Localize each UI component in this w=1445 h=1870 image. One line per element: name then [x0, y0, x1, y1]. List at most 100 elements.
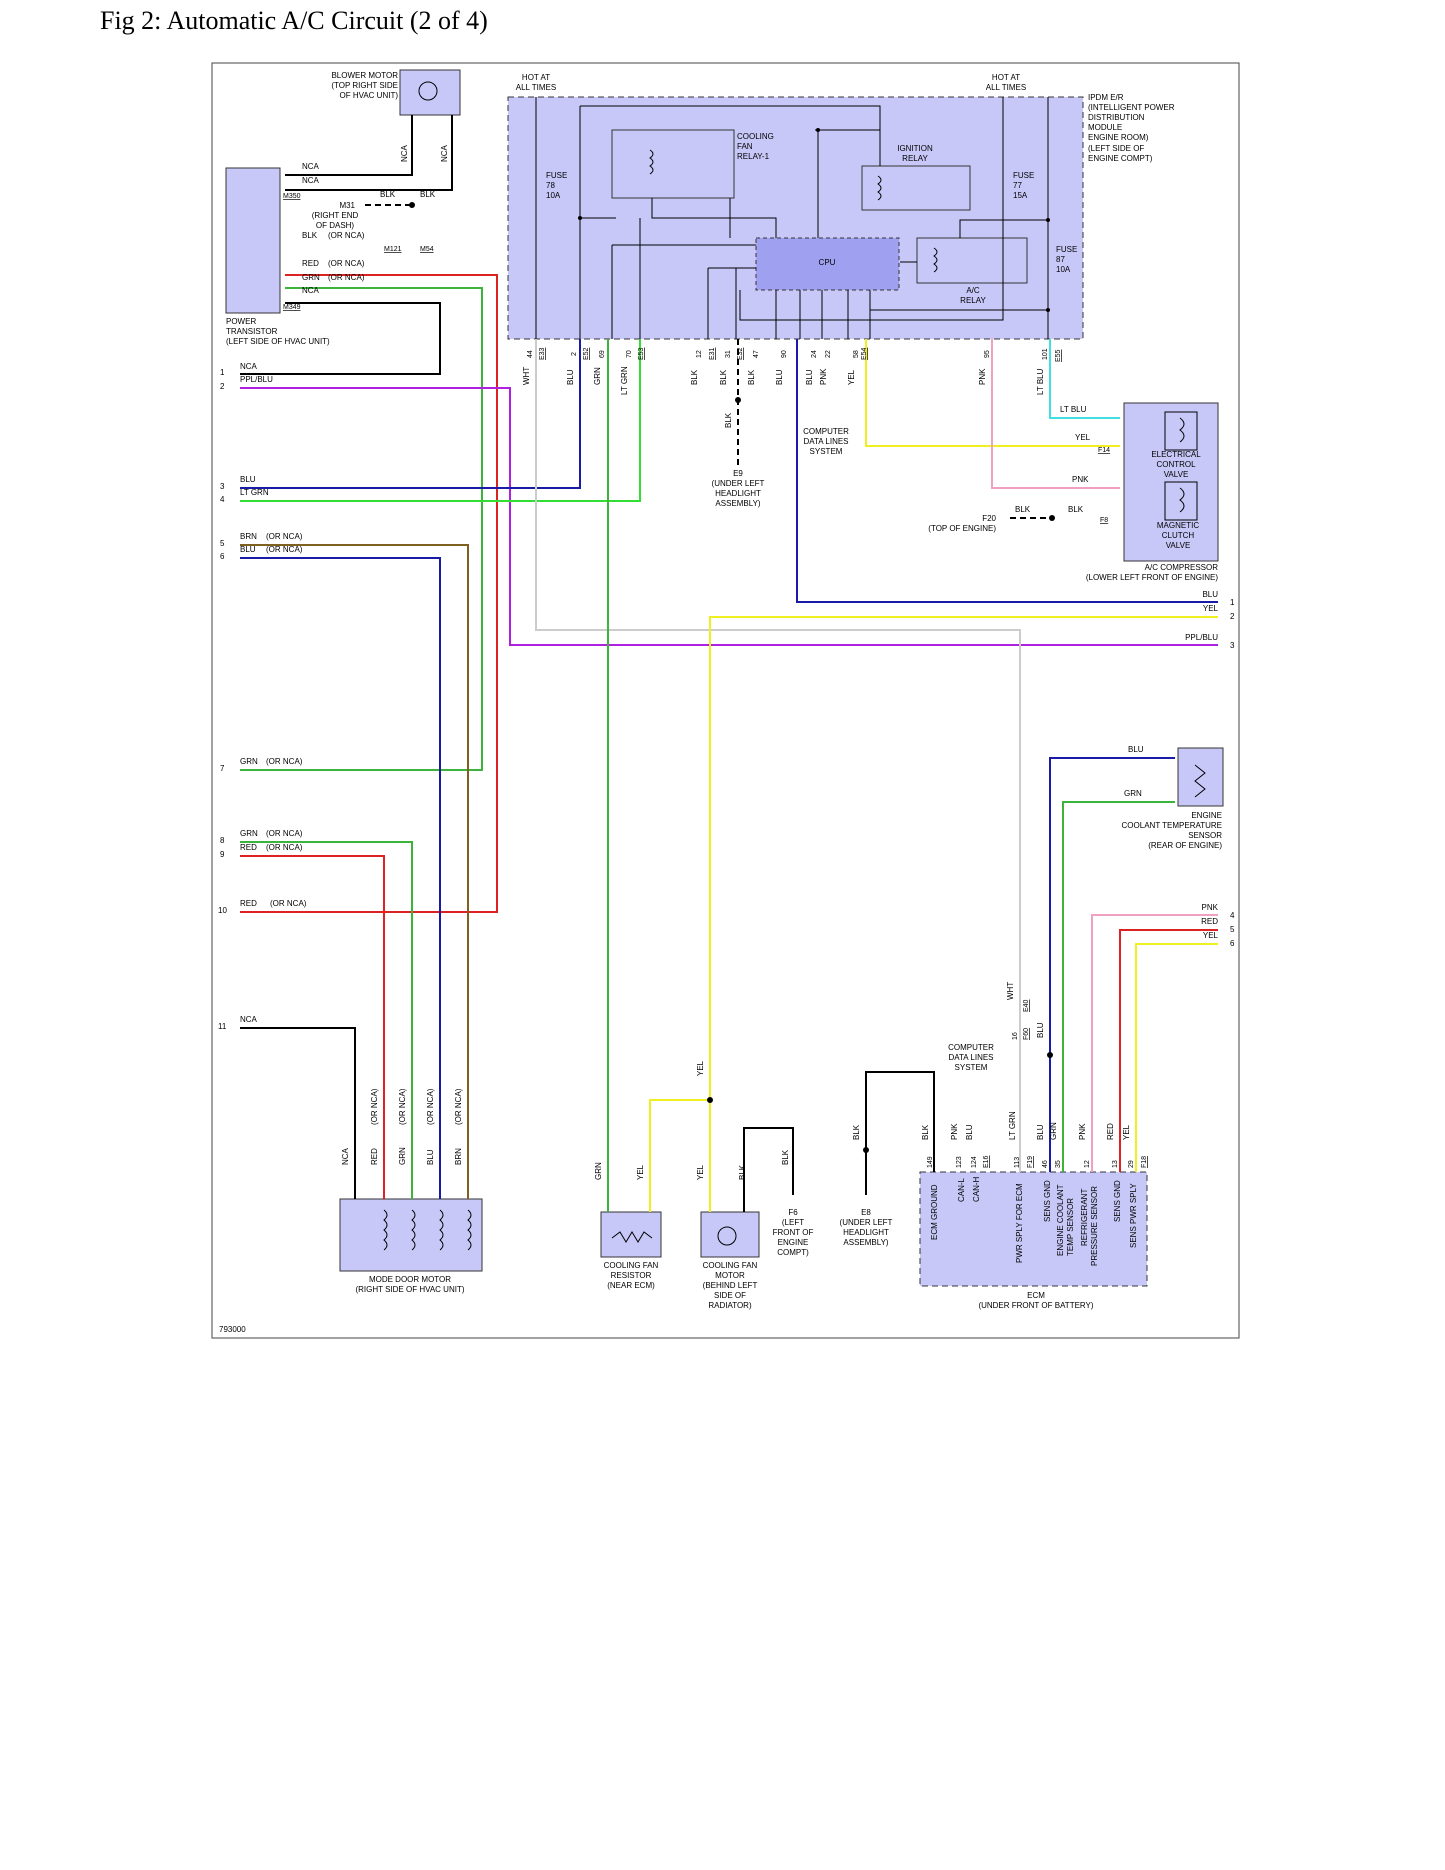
ect-4: (REAR OF ENGINE) [1148, 841, 1222, 850]
ecm-box [919, 1171, 1148, 1287]
conn-e55: E55 [1055, 349, 1062, 362]
f6-4: ENGINE [778, 1238, 809, 1247]
cpu-label: CPU [819, 258, 836, 267]
lw-col-10: RED [240, 899, 257, 908]
wire-red-1 [240, 274, 498, 913]
lw-note-6: (OR NCA) [266, 545, 303, 554]
rw-num-3: 3 [1230, 641, 1235, 650]
ignition-relay-box [861, 165, 971, 211]
res-2: RESISTOR [611, 1271, 652, 1280]
wire-wht-44 [535, 339, 1021, 1172]
ecv-2: CONTROL [1156, 460, 1196, 469]
wire-pnk-4 [1091, 914, 1218, 1172]
conn-m350: M350 [283, 193, 301, 200]
lbl-yel-mot: YEL [696, 1164, 705, 1180]
lw-col-2: PPL/BLU [240, 375, 273, 384]
cdl-bot-1: COMPUTER [948, 1043, 994, 1052]
left-wire-rows: 1 NCA 2 PPL/BLU 3 BLU 4 LT GRN 5 BRN (OR… [218, 362, 307, 1031]
mot-5: RADIATOR) [708, 1301, 752, 1310]
fuse87-1: FUSE [1056, 245, 1077, 254]
coil-symbols [383, 81, 1206, 1251]
f20-1: F20 [982, 514, 996, 523]
wire-blk-fan [743, 1127, 794, 1212]
wire-blk-e8 [865, 1071, 935, 1195]
lbl-ltblu-3: LT BLU [1060, 405, 1087, 414]
lw-num-10: 10 [218, 906, 227, 915]
conn-e53: E53 [638, 347, 645, 360]
conn-e54: E54 [861, 347, 868, 360]
m31-sub-2: OF DASH) [316, 221, 355, 230]
wire-blu-6 [240, 557, 441, 1199]
lbl-grn-md: GRN [398, 1147, 407, 1165]
lbl-brn-md: BRN [454, 1148, 463, 1165]
lbl-yel-mid: YEL [696, 1060, 705, 1076]
lbl-blk-f20a: BLK [1015, 505, 1031, 514]
rw-col-5: RED [1201, 917, 1218, 926]
pin-124: 124 [971, 1156, 978, 1168]
lbl-nca-5: NCA [302, 162, 320, 171]
conn-e32: E32 [737, 347, 744, 360]
pin-12b: 12 [1084, 1160, 1091, 1168]
conn-e31: E31 [709, 347, 716, 360]
f6-3: FRONT OF [773, 1228, 814, 1237]
lbl-red-md: RED [370, 1148, 379, 1165]
lbl-ornca-r1: (OR NCA) [328, 259, 365, 268]
lbl-grn-69: GRN [593, 367, 602, 385]
pin-70: 70 [626, 350, 633, 358]
lbl-ornca-md1: (OR NCA) [370, 1088, 379, 1125]
lbl-blu-90: BLU [775, 369, 784, 385]
cfr-1: COOLING [737, 132, 774, 141]
rw-col-4: PNK [1202, 903, 1219, 912]
ecm-pin-5: SENS GND [1043, 1180, 1052, 1222]
ecm-1: ECM [1027, 1291, 1045, 1300]
lbl-yel-58: YEL [847, 369, 856, 385]
rw-num-4: 4 [1230, 911, 1235, 920]
wire-blower-1 [285, 115, 413, 176]
pt-label-2: TRANSISTOR [226, 327, 278, 336]
conn-m121: M121 [384, 246, 402, 253]
ipdm-l5: ENGINE ROOM) [1088, 133, 1149, 142]
ipdm-internal-wiring [535, 97, 1049, 339]
diagram-labels: BLOWER MOTOR (TOP RIGHT SIDE OF HVAC UNI… [219, 71, 1222, 1334]
cdl-top-1: COMPUTER [803, 427, 849, 436]
pin-13: 13 [1112, 1160, 1119, 1168]
pin-2a: 2 [571, 352, 578, 356]
lbl-wht: WHT [522, 367, 531, 385]
lw-col-11: NCA [240, 1015, 258, 1024]
res-3: (NEAR ECM) [607, 1281, 655, 1290]
lw-num-6: 6 [220, 552, 225, 561]
cooling-fan-relay-box [611, 129, 735, 199]
comp-1: A/C COMPRESSOR [1145, 563, 1219, 572]
lbl-grn-res: GRN [594, 1162, 603, 1180]
cdl-top-2: DATA LINES [803, 437, 848, 446]
pin-46: 46 [1042, 1160, 1049, 1168]
lw-col-3: BLU [240, 475, 256, 484]
lbl-pnk-12: PNK [1078, 1123, 1087, 1140]
lbl-blk-f6: BLK [781, 1149, 790, 1165]
rw-col-1: BLU [1202, 590, 1218, 599]
f6-1: F6 [788, 1208, 798, 1217]
lbl-yel-4: YEL [1075, 433, 1091, 442]
lw-col-1: NCA [240, 362, 258, 371]
wire-brn-5 [240, 544, 469, 1199]
mot-2: MOTOR [715, 1271, 745, 1280]
wire-yel-fan [709, 616, 1218, 1212]
pin-35: 35 [1055, 1160, 1062, 1168]
lbl-yel-29: YEL [1122, 1124, 1131, 1140]
lbl-ltgrn-70: LT GRN [620, 366, 629, 395]
lw-num-2: 2 [220, 382, 225, 391]
cpu-box [755, 237, 900, 291]
ect-2: COOLANT TEMPERATURE [1122, 821, 1222, 830]
lbl-blu-124: BLU [965, 1124, 974, 1140]
external-wires [240, 115, 1218, 1212]
fan-motor-box [700, 1211, 760, 1258]
cfr-2: FAN [737, 142, 753, 151]
m31-label: M31 [339, 201, 355, 210]
e8-4: ASSEMBLY) [843, 1238, 889, 1247]
lbl-blk-2: BLK [302, 231, 318, 240]
rw-num-6: 6 [1230, 939, 1235, 948]
f6-2: (LEFT [782, 1218, 804, 1227]
lbl-blk-e9: BLK [724, 412, 733, 428]
pin-47: 47 [753, 350, 760, 358]
